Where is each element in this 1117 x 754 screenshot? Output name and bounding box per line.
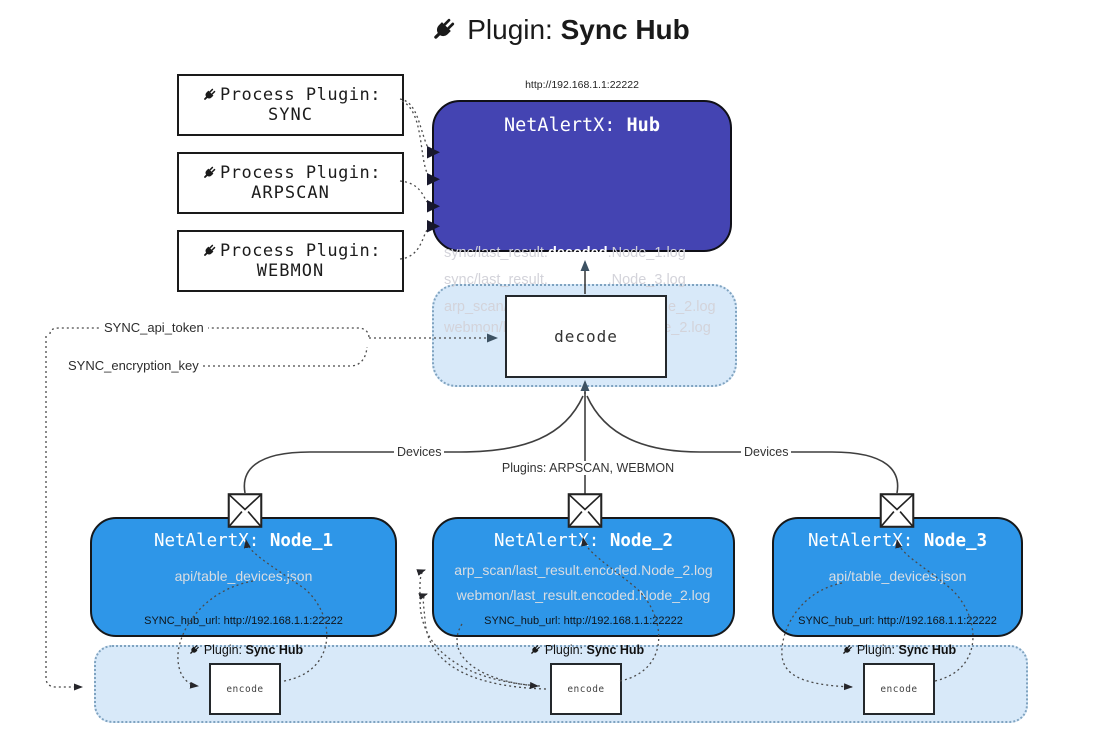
sync-api-token-label: SYNC_api_token [100, 320, 208, 335]
node-hub-url: SYNC_hub_url: http://192.168.1.1:22222 [798, 615, 997, 627]
node-file-line: webmon/last_result.encoded.Node_2.log [456, 587, 711, 603]
process-plugin-box-sync: Process Plugin: SYNC [177, 74, 404, 136]
dotted-webmon-to-hub [399, 229, 428, 260]
encode-box-2: encode [550, 663, 622, 715]
node-file-line: arp_scan/last_result.encoded.Node_2.log [454, 562, 713, 578]
node-file-line: api/table_devices.json [174, 568, 313, 584]
process-plugin-label: Process Plugin: [219, 241, 382, 261]
dotted-api-token-line [49, 327, 370, 339]
node-hub-url: SYNC_hub_url: http://192.168.1.1:22222 [484, 615, 683, 627]
process-plugin-label: Process Plugin: [219, 163, 382, 183]
node-file-line: api/table_devices.json [828, 568, 967, 584]
page-title: Plugin: Sync Hub [0, 14, 1117, 46]
plug-icon [204, 244, 216, 256]
title-plugin-name: Sync Hub [560, 14, 690, 45]
title-text: Plugin: Sync Hub [467, 14, 690, 45]
plugins-label: Plugins: ARPSCAN, WEBMON [485, 461, 691, 475]
process-plugin-box-webmon: Process Plugin: WEBMON [177, 230, 404, 292]
envelope-icon-node3 [879, 493, 915, 528]
node-box-node3: NetAlertX: Node_3 api/table_devices.json… [772, 517, 1023, 637]
node-box-node1: NetAlertX: Node_1 api/table_devices.json… [90, 517, 397, 637]
plug-icon [530, 645, 540, 654]
hub-title: NetAlertX: Hub [504, 115, 660, 136]
hub-url-label: http://192.168.1.1:22222 [525, 79, 639, 91]
dotted-arpscan-to-hub [399, 180, 428, 203]
devices-label-left: Devices [394, 445, 445, 459]
plug-icon [189, 645, 199, 654]
decode-box: decode [505, 295, 667, 378]
process-plugin-name: SYNC [268, 105, 313, 125]
devices-label-right: Devices [741, 445, 792, 459]
process-plugin-label: Process Plugin: [219, 85, 382, 105]
encode-box-3: encode [863, 663, 935, 715]
node-box-node2: NetAlertX: Node_2 arp_scan/last_result.e… [432, 517, 735, 637]
plugin-sync-hub-label-3: Plugin: Sync Hub [818, 643, 978, 657]
envelope-icon-node1 [227, 493, 263, 528]
hub-file-line: sync/last_result.decoded.Node_3.log [444, 272, 686, 288]
plug-icon [434, 18, 455, 39]
dotted-sync-to-hub-2 [401, 100, 429, 176]
sync-encryption-key-label: SYNC_encryption_key [64, 358, 203, 373]
hub-file-line: sync/last_result.decoded.Node_1.log [444, 245, 686, 261]
node-title: NetAlertX: Node_1 [153, 531, 334, 551]
process-plugin-name: WEBMON [256, 261, 325, 281]
envelope-icon-node2 [567, 493, 603, 528]
node-title: NetAlertX: Node_2 [493, 531, 674, 551]
node-hub-url: SYNC_hub_url: http://192.168.1.1:22222 [144, 615, 343, 627]
plugin-sync-hub-label-2: Plugin: Sync Hub [506, 643, 666, 657]
plug-icon [842, 645, 852, 654]
plug-icon [204, 88, 216, 100]
process-plugin-box-arpscan: Process Plugin: ARPSCAN [177, 152, 404, 214]
dotted-config-to-encode-bar [45, 336, 83, 691]
hub-box: NetAlertX: Hub sync/last_result.decoded.… [432, 100, 732, 336]
plug-icon [204, 166, 216, 178]
encode-box-1: encode [209, 663, 281, 715]
plugin-sync-hub-label-1: Plugin: Sync Hub [165, 643, 325, 657]
node-title: NetAlertX: Node_3 [807, 531, 988, 551]
process-plugin-name: ARPSCAN [251, 183, 330, 203]
dotted-sync-to-hub-1 [399, 98, 429, 149]
